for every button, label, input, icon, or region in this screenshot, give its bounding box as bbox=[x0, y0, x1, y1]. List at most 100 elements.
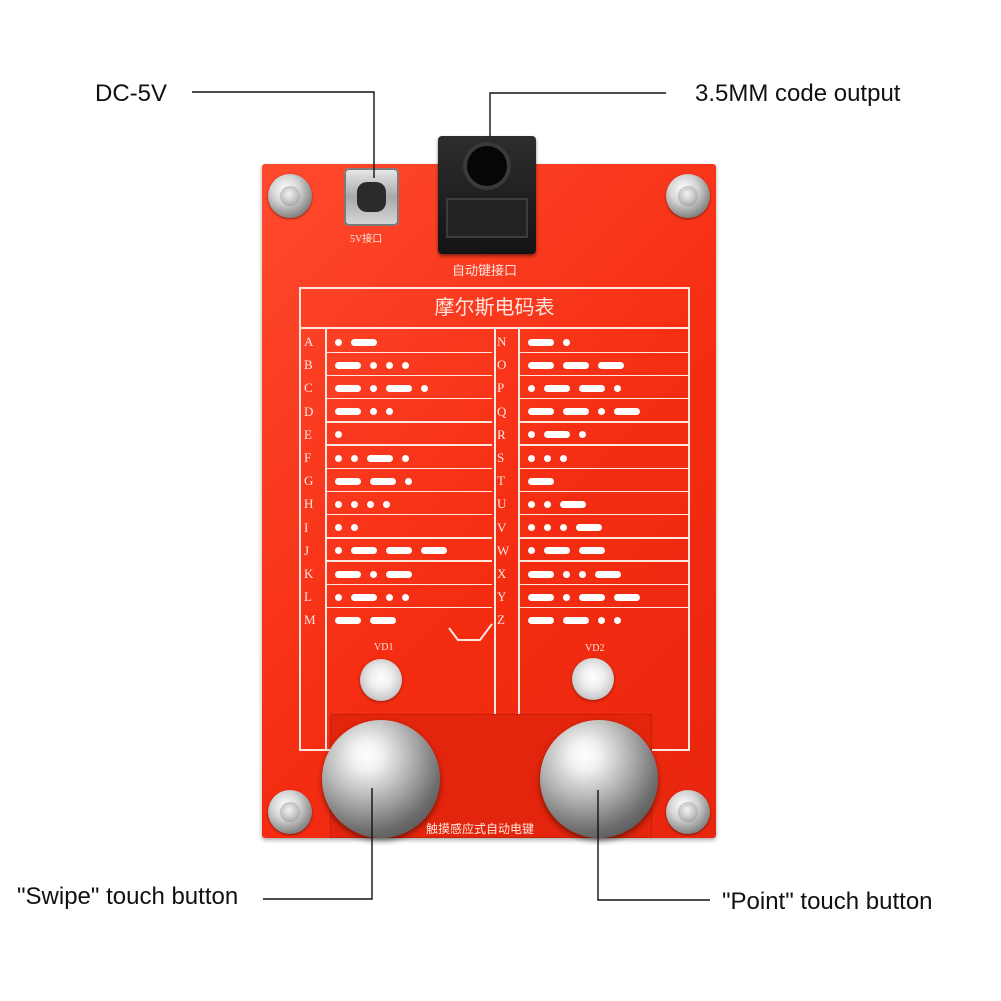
morse-letter: T bbox=[497, 473, 505, 489]
morse-row-i: I bbox=[301, 517, 494, 539]
leader-line-jack bbox=[489, 92, 666, 136]
morse-dash bbox=[563, 616, 589, 624]
morse-dot bbox=[335, 524, 342, 532]
morse-dot bbox=[351, 524, 358, 532]
morse-dash bbox=[528, 361, 554, 369]
swipe-touch-button[interactable] bbox=[322, 720, 440, 838]
morse-letter: Q bbox=[497, 403, 507, 419]
morse-dot bbox=[579, 431, 586, 439]
morse-dash bbox=[614, 593, 640, 601]
morse-row-c: C bbox=[301, 377, 494, 400]
morse-code-symbols bbox=[528, 359, 624, 371]
row-divider bbox=[520, 351, 688, 353]
morse-dot bbox=[614, 616, 621, 624]
morse-dot bbox=[383, 500, 390, 508]
morse-dash bbox=[579, 593, 605, 601]
morse-dot bbox=[563, 593, 570, 601]
row-divider bbox=[520, 374, 688, 377]
morse-code-symbols bbox=[335, 475, 412, 487]
morse-letter: O bbox=[497, 357, 507, 373]
audio-jack[interactable] bbox=[438, 136, 536, 254]
morse-dash bbox=[421, 547, 447, 555]
row-divider bbox=[327, 351, 492, 353]
led-vd2 bbox=[572, 658, 614, 700]
morse-dash bbox=[579, 384, 605, 392]
morse-letter: L bbox=[304, 589, 312, 605]
morse-dash bbox=[335, 616, 361, 624]
row-divider bbox=[327, 537, 492, 539]
morse-dot bbox=[614, 384, 621, 392]
morse-dash bbox=[367, 454, 393, 462]
morse-letter: H bbox=[304, 496, 314, 512]
morse-dot bbox=[560, 524, 567, 532]
morse-dot bbox=[351, 500, 358, 508]
morse-dot bbox=[560, 454, 567, 462]
morse-row-q: Q bbox=[494, 401, 690, 423]
row-divider bbox=[520, 490, 688, 493]
morse-row-p: P bbox=[494, 377, 690, 400]
row-divider bbox=[520, 467, 688, 469]
morse-dash bbox=[528, 570, 554, 578]
row-divider bbox=[520, 444, 688, 446]
morse-letter: J bbox=[304, 542, 310, 558]
morse-dash bbox=[528, 408, 554, 416]
usb-c-port[interactable] bbox=[344, 168, 399, 226]
morse-dot bbox=[598, 616, 605, 624]
morse-dot bbox=[528, 431, 535, 439]
morse-dot bbox=[335, 593, 342, 601]
morse-code-symbols bbox=[335, 568, 412, 580]
morse-row-k: K bbox=[301, 563, 494, 585]
morse-row-s: S bbox=[494, 447, 690, 469]
morse-code-symbols bbox=[335, 545, 447, 557]
morse-code-symbols bbox=[335, 359, 409, 371]
morse-dot bbox=[351, 454, 358, 462]
morse-dot bbox=[563, 338, 570, 346]
leader-line-swipe bbox=[263, 788, 373, 900]
morse-dash bbox=[598, 361, 624, 369]
morse-row-o: O bbox=[494, 354, 690, 377]
morse-letter: G bbox=[304, 473, 314, 489]
morse-dash bbox=[351, 338, 377, 346]
morse-code-symbols bbox=[335, 406, 393, 418]
morse-row-n: N bbox=[494, 331, 690, 353]
row-divider bbox=[520, 397, 688, 400]
row-divider bbox=[327, 606, 492, 609]
morse-dash bbox=[370, 477, 396, 485]
morse-dash bbox=[335, 570, 361, 578]
morse-dash bbox=[528, 338, 554, 346]
morse-dash bbox=[544, 547, 570, 555]
morse-dash bbox=[335, 477, 361, 485]
usb-port-caption: 5V接口 bbox=[350, 234, 383, 245]
morse-letter: F bbox=[304, 450, 312, 465]
morse-code-symbols bbox=[528, 382, 621, 394]
led-vd2-label: VD2 bbox=[585, 643, 605, 654]
morse-row-t: T bbox=[494, 470, 690, 493]
morse-row-m: M bbox=[301, 609, 494, 630]
morse-code-symbols bbox=[335, 522, 358, 534]
row-divider bbox=[520, 421, 688, 423]
row-divider bbox=[327, 444, 492, 446]
morse-dot bbox=[528, 524, 535, 532]
pcb-trace bbox=[448, 623, 493, 641]
morse-letter: I bbox=[304, 519, 309, 535]
morse-row-v: V bbox=[494, 517, 690, 539]
morse-table-title: 摩尔斯电码表 bbox=[301, 289, 688, 329]
morse-dash bbox=[335, 384, 361, 392]
morse-dot bbox=[335, 547, 342, 555]
morse-dash bbox=[351, 593, 377, 601]
morse-letter: W bbox=[497, 542, 510, 558]
morse-dot bbox=[598, 408, 605, 416]
morse-dot bbox=[405, 477, 412, 485]
morse-letter: E bbox=[304, 426, 312, 442]
row-divider bbox=[327, 513, 492, 516]
morse-row-y: Y bbox=[494, 586, 690, 609]
morse-dot bbox=[421, 384, 428, 392]
morse-code-symbols bbox=[335, 591, 409, 603]
morse-dash bbox=[528, 593, 554, 601]
point-touch-button[interactable] bbox=[540, 720, 658, 838]
swipe-button-label: "Swipe" touch button bbox=[17, 883, 239, 910]
morse-dot bbox=[544, 454, 551, 462]
morse-letter: M bbox=[304, 612, 316, 628]
